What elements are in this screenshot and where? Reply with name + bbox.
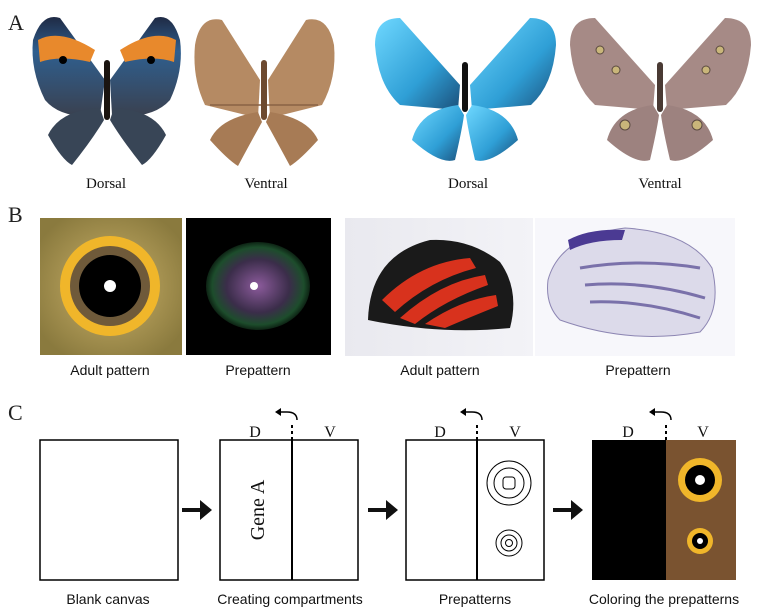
caption-b2: Prepattern: [225, 362, 290, 378]
label-v-3: V: [509, 424, 521, 441]
eyespot-adult-image: [40, 218, 182, 355]
caption-a1: Dorsal: [86, 176, 126, 192]
eyespot-prepattern-image: [186, 218, 331, 355]
panel-letter-c: C: [8, 400, 23, 425]
caption-a2: Ventral: [244, 176, 287, 192]
caption-b3: Adult pattern: [400, 362, 479, 378]
arrow-right-icon: [368, 500, 398, 520]
label-d-4: D: [622, 424, 634, 441]
morpho-ventral: [570, 18, 751, 161]
caption-c2: Creating compartments: [217, 591, 363, 607]
curved-arrow-icon: [466, 411, 483, 421]
colored-prepatterns-diagram: D V: [592, 408, 736, 580]
morpho-dorsal: [375, 18, 556, 161]
prepatterns-diagram: D V: [405, 408, 545, 581]
leaf-butterfly-dorsal: [32, 16, 181, 165]
caption-c3: Prepatterns: [439, 591, 511, 607]
panel-letter-b: B: [8, 202, 23, 227]
forewing-adult-image: [345, 218, 533, 356]
forewing-prepattern-image: [535, 218, 735, 356]
label-d-3: D: [434, 424, 446, 441]
caption-a3: Dorsal: [448, 176, 488, 192]
label-d-2: D: [249, 424, 261, 441]
curved-arrow-icon: [281, 411, 298, 421]
blank-canvas-box: [39, 439, 179, 581]
compartments-diagram: D V Gene A: [219, 408, 359, 581]
arrow-right-icon: [182, 500, 212, 520]
curved-arrow-icon: [655, 411, 672, 421]
caption-b4: Prepattern: [605, 362, 670, 378]
label-v-4: V: [697, 424, 709, 441]
arrow-right-icon: [553, 500, 583, 520]
label-v-2: V: [324, 424, 336, 441]
leaf-butterfly-ventral: [194, 19, 335, 166]
caption-c4: Coloring the prepatterns: [589, 591, 739, 607]
gene-a-label: Gene A: [247, 479, 269, 540]
caption-b1: Adult pattern: [70, 362, 149, 378]
caption-a4: Ventral: [638, 176, 681, 192]
panel-letter-a: A: [8, 10, 24, 35]
caption-c1: Blank canvas: [66, 591, 149, 607]
